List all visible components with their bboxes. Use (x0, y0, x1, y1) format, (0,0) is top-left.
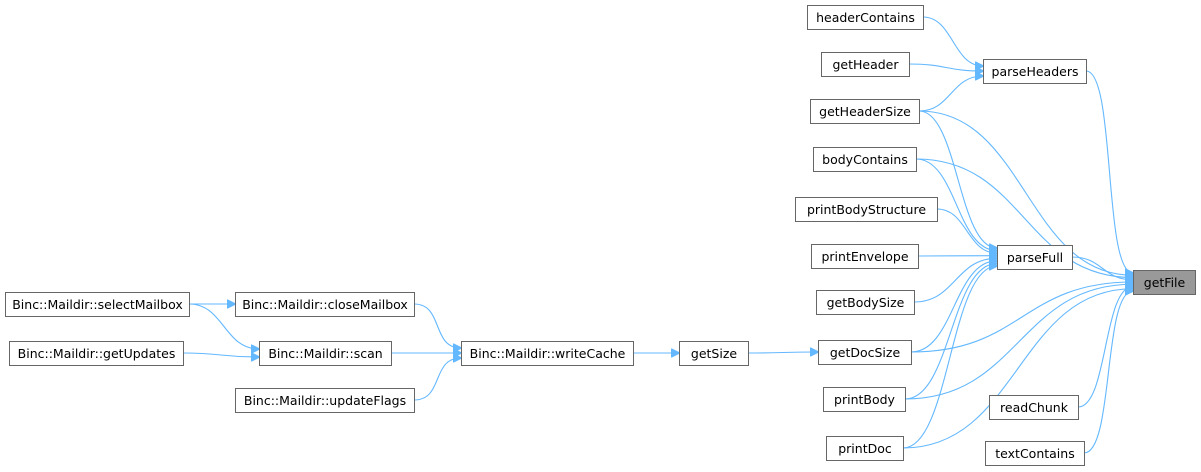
node-layer: getFile parseHeaders parseFull readChunk tex… (5, 5, 1196, 466)
node-parse-headers[interactable]: parseHeaders (983, 59, 1087, 84)
node-print-body-structure[interactable]: printBodyStructure (795, 197, 938, 222)
node-label: Binc::Maildir::scan (268, 346, 382, 361)
edge-get-header-size-to-get-file (918, 110, 1133, 275)
node-label: printBodyStructure (807, 202, 926, 217)
edge-print-body-to-parse-full (904, 263, 997, 400)
node-get-file[interactable]: getFile (1133, 270, 1196, 295)
node-box (1133, 270, 1196, 295)
node-box (259, 341, 392, 366)
edge-print-body-to-get-file (904, 284, 1133, 400)
edge-text-contains-to-get-file (1083, 291, 1133, 454)
node-box (679, 341, 749, 366)
node-select-mailbox[interactable]: Binc::Maildir::selectMailbox (5, 292, 190, 317)
edge-get-body-size-to-parse-full (913, 258, 997, 303)
node-get-body-size[interactable]: getBodySize (816, 290, 915, 315)
node-write-cache[interactable]: Binc::Maildir::writeCache (461, 341, 634, 366)
node-box (235, 388, 415, 413)
node-box (816, 290, 915, 315)
node-label: Binc::Maildir::writeCache (470, 346, 626, 361)
node-label: textContains (995, 446, 1074, 461)
node-get-doc-size[interactable]: getDocSize (818, 340, 912, 365)
node-label: getSize (691, 346, 737, 361)
edge-get-doc-size-to-parse-full (910, 261, 997, 353)
edge-header-contains-to-parse-headers (922, 16, 983, 66)
edge-get-header-size-to-parse-full (918, 110, 997, 248)
node-header-contains[interactable]: headerContains (807, 5, 924, 30)
node-label: printDoc (838, 441, 892, 456)
edge-get-updates-to-scan (182, 352, 259, 357)
node-box (811, 244, 919, 269)
edge-read-chunk-to-get-file (1077, 287, 1133, 408)
node-box (818, 340, 912, 365)
node-label: Binc::Maildir::updateFlags (244, 393, 406, 408)
edge-get-header-to-parse-headers (908, 63, 983, 71)
edge-get-size-to-get-doc-size (747, 352, 818, 353)
edge-print-doc-to-parse-full (902, 266, 997, 449)
node-text-contains[interactable]: textContains (985, 441, 1085, 466)
node-label: readChunk (1000, 400, 1069, 415)
node-label: Binc::Maildir::selectMailbox (12, 297, 183, 312)
edge-layer (182, 16, 1133, 454)
node-label: getHeaderSize (819, 104, 911, 119)
node-print-envelope[interactable]: printEnvelope (811, 244, 919, 269)
node-parse-full[interactable]: parseFull (997, 245, 1073, 270)
node-box (5, 292, 190, 317)
edge-select-mailbox-to-scan (188, 303, 259, 349)
edge-get-doc-size-to-get-file (910, 282, 1133, 353)
node-get-updates[interactable]: Binc::Maildir::getUpdates (9, 341, 184, 366)
node-print-body[interactable]: printBody (823, 387, 906, 412)
node-label: getBodySize (827, 295, 905, 310)
node-label: printEnvelope (821, 249, 908, 264)
node-label: parseHeaders (992, 64, 1079, 79)
node-label: printBody (834, 392, 896, 407)
node-print-doc[interactable]: printDoc (826, 436, 904, 461)
node-box (807, 5, 924, 30)
node-box (823, 387, 906, 412)
edge-parse-headers-to-get-file (1085, 70, 1133, 273)
node-box (983, 59, 1087, 84)
node-label: headerContains (816, 10, 915, 25)
edge-body-contains-to-parse-full (915, 158, 997, 251)
node-scan[interactable]: Binc::Maildir::scan (259, 341, 392, 366)
node-box (810, 99, 920, 124)
edge-close-mailbox-to-write-cache (413, 303, 461, 348)
node-get-header-size[interactable]: getHeaderSize (810, 99, 920, 124)
node-update-flags[interactable]: Binc::Maildir::updateFlags (235, 388, 415, 413)
node-box (813, 147, 917, 172)
edge-print-body-structure-to-parse-full (936, 208, 997, 253)
node-box (985, 441, 1085, 466)
edge-parse-full-to-get-file (1071, 256, 1133, 280)
node-label: getDocSize (830, 345, 901, 360)
node-close-mailbox[interactable]: Binc::Maildir::closeMailbox (235, 292, 415, 317)
node-box (821, 52, 910, 77)
node-label: getFile (1144, 275, 1186, 290)
node-box (795, 197, 938, 222)
node-box (989, 395, 1079, 420)
edge-print-doc-to-get-file (902, 289, 1133, 449)
node-read-chunk[interactable]: readChunk (989, 395, 1079, 420)
node-box (826, 436, 904, 461)
edge-update-flags-to-write-cache (413, 358, 461, 401)
node-label: getHeader (832, 57, 899, 72)
node-label: bodyContains (822, 152, 908, 167)
node-body-contains[interactable]: bodyContains (813, 147, 917, 172)
node-label: parseFull (1007, 250, 1063, 265)
node-box (997, 245, 1073, 270)
node-box (9, 341, 184, 366)
node-label: Binc::Maildir::closeMailbox (242, 297, 408, 312)
edge-get-header-size-to-parse-headers (918, 76, 983, 112)
node-box (235, 292, 415, 317)
node-get-size[interactable]: getSize (679, 341, 749, 366)
node-label: Binc::Maildir::getUpdates (18, 346, 176, 361)
node-box (461, 341, 634, 366)
node-get-header[interactable]: getHeader (821, 52, 910, 77)
